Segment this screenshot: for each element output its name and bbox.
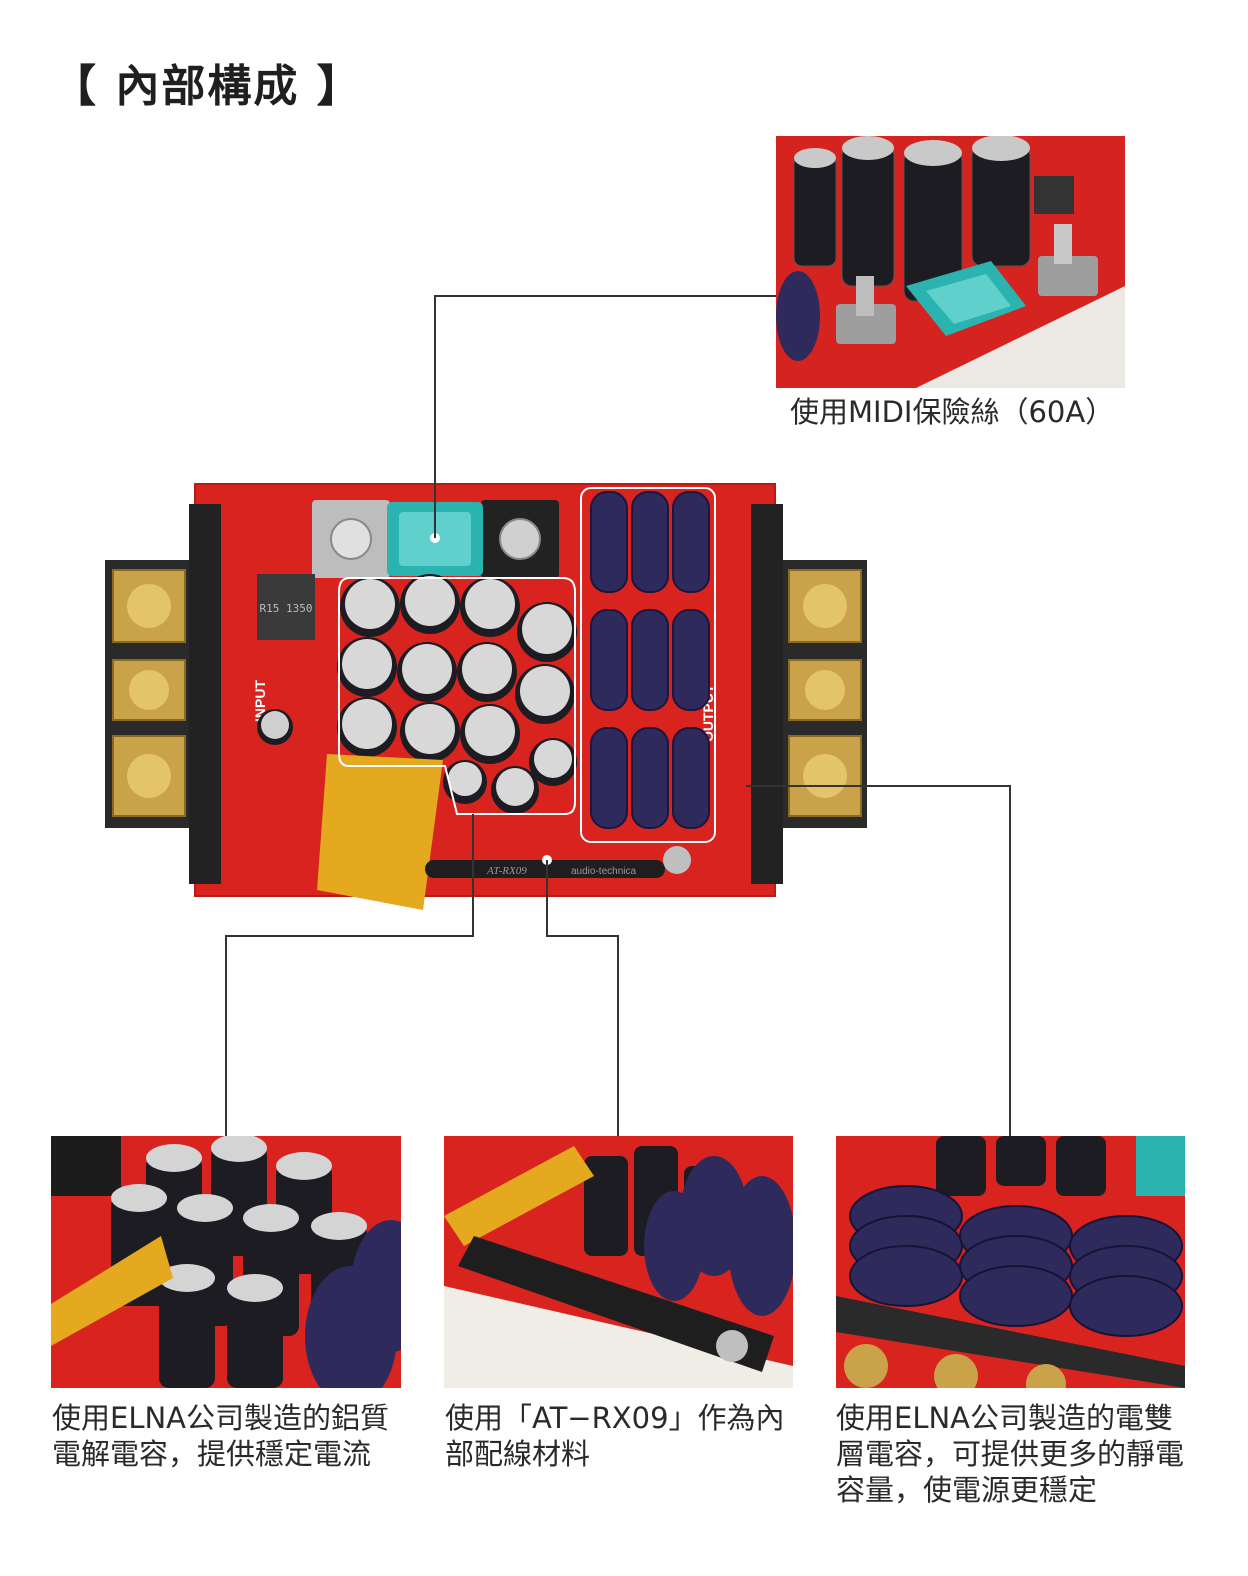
inductor-marking: R15 1350	[260, 602, 313, 615]
fuse-closeup-photo	[776, 136, 1125, 388]
wiring-cable-photo	[444, 1136, 793, 1388]
cable-marking: AT-RX09	[486, 865, 527, 877]
wiring-cable-caption: 使用「AT−RX09」作為內部配線材料	[445, 1401, 785, 1471]
board-photo: R15 1350 INPUT OUTPUT AT-RX09 au	[105, 482, 867, 910]
electrolytic-capacitor-photo	[51, 1136, 401, 1388]
double-layer-capacitor-caption: 使用ELNA公司製造的電雙層電容，可提供更多的靜電容量，使電源更穩定	[836, 1401, 1185, 1507]
double-layer-capacitor-photo	[836, 1136, 1185, 1388]
brand-marking: audio-technica	[571, 866, 636, 877]
input-silkscreen: INPUT	[252, 680, 268, 722]
page-title: 【 內部構成 】	[52, 61, 363, 112]
fuse-caption: 使用MIDI保險絲（60A）	[790, 395, 1115, 429]
electrolytic-capacitor-caption: 使用ELNA公司製造的鋁質電解電容，提供穩定電流	[52, 1401, 390, 1471]
